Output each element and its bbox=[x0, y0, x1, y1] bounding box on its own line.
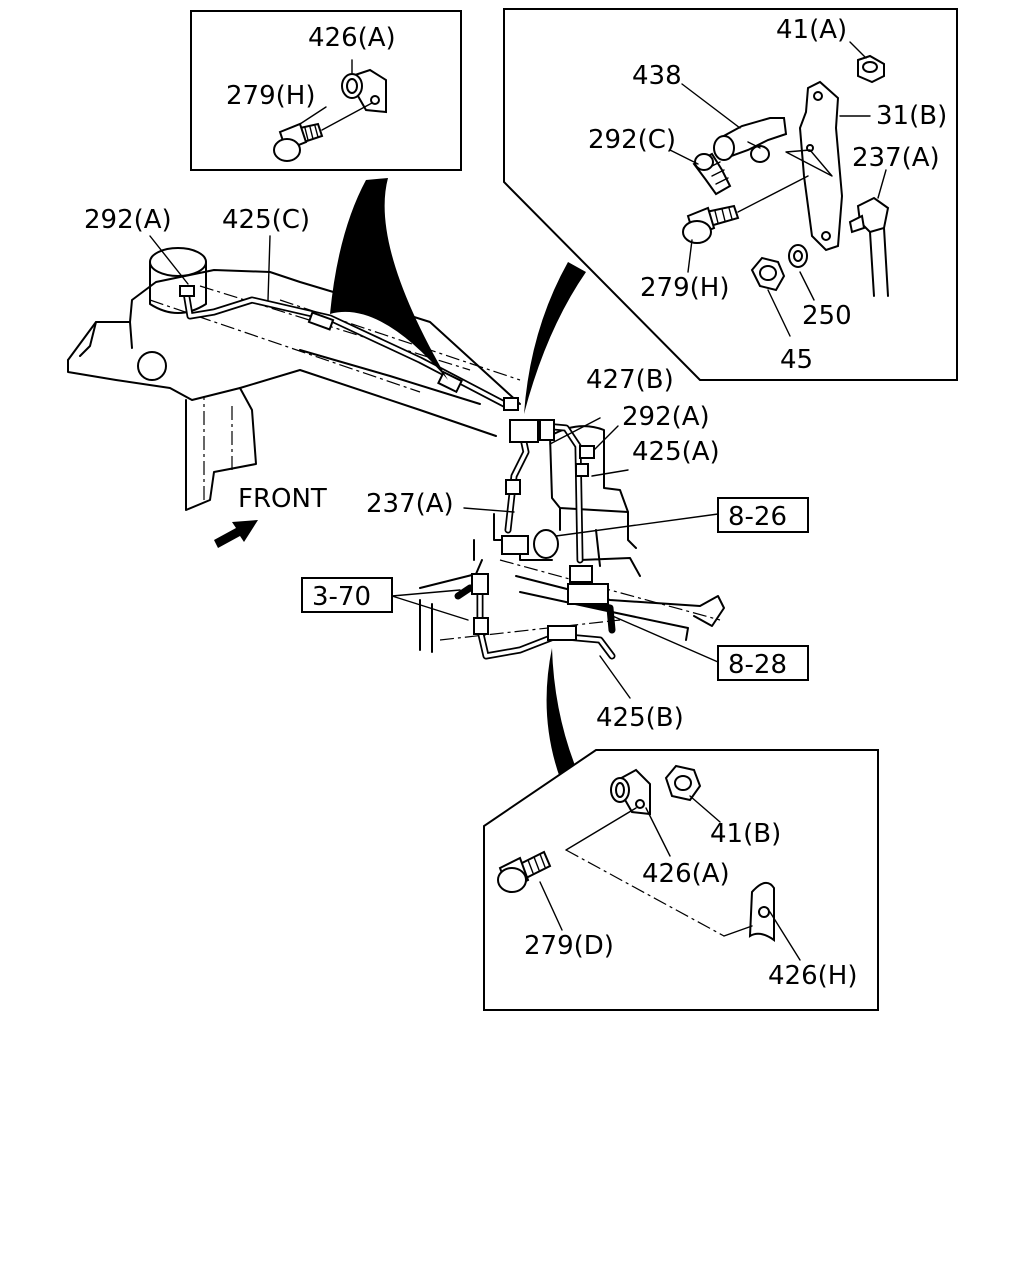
nut-part-41a bbox=[857, 54, 885, 84]
label-292c: 292(C) bbox=[588, 125, 676, 155]
bolt-part-279h-right bbox=[682, 204, 740, 244]
reservoir-tank bbox=[149, 247, 207, 314]
label-250: 250 bbox=[802, 301, 852, 331]
nut-part-45 bbox=[750, 256, 786, 292]
front-arrow bbox=[214, 520, 258, 548]
label-292a-mid: 292(A) bbox=[622, 402, 710, 432]
clip-part-426a-top bbox=[341, 68, 387, 114]
detail-inset-top-left: 426(A) 279(H) bbox=[190, 10, 462, 171]
ref-box-8-28[interactable]: 8-28 bbox=[717, 645, 809, 681]
label-237a-mid: 237(A) bbox=[366, 489, 454, 519]
right-tank bbox=[549, 425, 637, 549]
label-426a-top: 426(A) bbox=[308, 23, 396, 53]
label-292a-left: 292(A) bbox=[84, 205, 172, 235]
clip-part-426h bbox=[723, 881, 775, 942]
ref-box-8-26[interactable]: 8-26 bbox=[717, 497, 809, 533]
detail-inset-top-right: 41(A) 438 31(B) 292(C) 237(A) 279(H) 250… bbox=[503, 8, 958, 381]
label-438: 438 bbox=[632, 61, 682, 91]
label-426h: 426(H) bbox=[768, 961, 857, 991]
nut-part-41b bbox=[664, 764, 702, 802]
label-279h-right: 279(H) bbox=[640, 273, 729, 303]
label-426a-bottom: 426(A) bbox=[642, 859, 730, 889]
bolt-part-279h-top bbox=[273, 122, 324, 162]
pipe-fittings bbox=[179, 285, 609, 641]
washer-part-250 bbox=[788, 244, 808, 268]
ref-label-3-70: 3-70 bbox=[312, 582, 371, 612]
label-427b: 427(B) bbox=[586, 365, 674, 395]
main-assembly: FRONT 292(A) 425(C) 427(B) 292(A) 425(A)… bbox=[67, 205, 809, 733]
bracket-part-31b bbox=[798, 80, 844, 252]
brake-pipes bbox=[182, 288, 616, 660]
label-425a: 425(A) bbox=[632, 437, 720, 467]
ref-label-8-28: 8-28 bbox=[728, 650, 787, 680]
label-237a-top: 237(A) bbox=[852, 143, 940, 173]
label-41b: 41(B) bbox=[710, 819, 781, 849]
label-front: FRONT bbox=[238, 484, 327, 514]
callout-wedges bbox=[330, 178, 586, 778]
label-425c: 425(C) bbox=[222, 205, 310, 235]
label-31b: 31(B) bbox=[876, 101, 947, 131]
elbow-part-237a-top bbox=[848, 196, 890, 297]
ref-label-8-26: 8-26 bbox=[728, 502, 787, 532]
label-45: 45 bbox=[780, 345, 813, 375]
label-279d: 279(D) bbox=[524, 931, 614, 961]
label-41a: 41(A) bbox=[776, 15, 847, 45]
label-425b: 425(B) bbox=[596, 703, 684, 733]
ref-box-3-70[interactable]: 3-70 bbox=[301, 577, 393, 613]
detail-inset-bottom: 41(B) 426(A) 279(D) 426(H) bbox=[483, 749, 879, 1011]
clip-part-426a-bottom bbox=[610, 768, 651, 816]
bolt-part-279d bbox=[497, 850, 552, 893]
label-279h-top: 279(H) bbox=[226, 81, 315, 111]
tee-fitting-part-438 bbox=[713, 117, 788, 163]
